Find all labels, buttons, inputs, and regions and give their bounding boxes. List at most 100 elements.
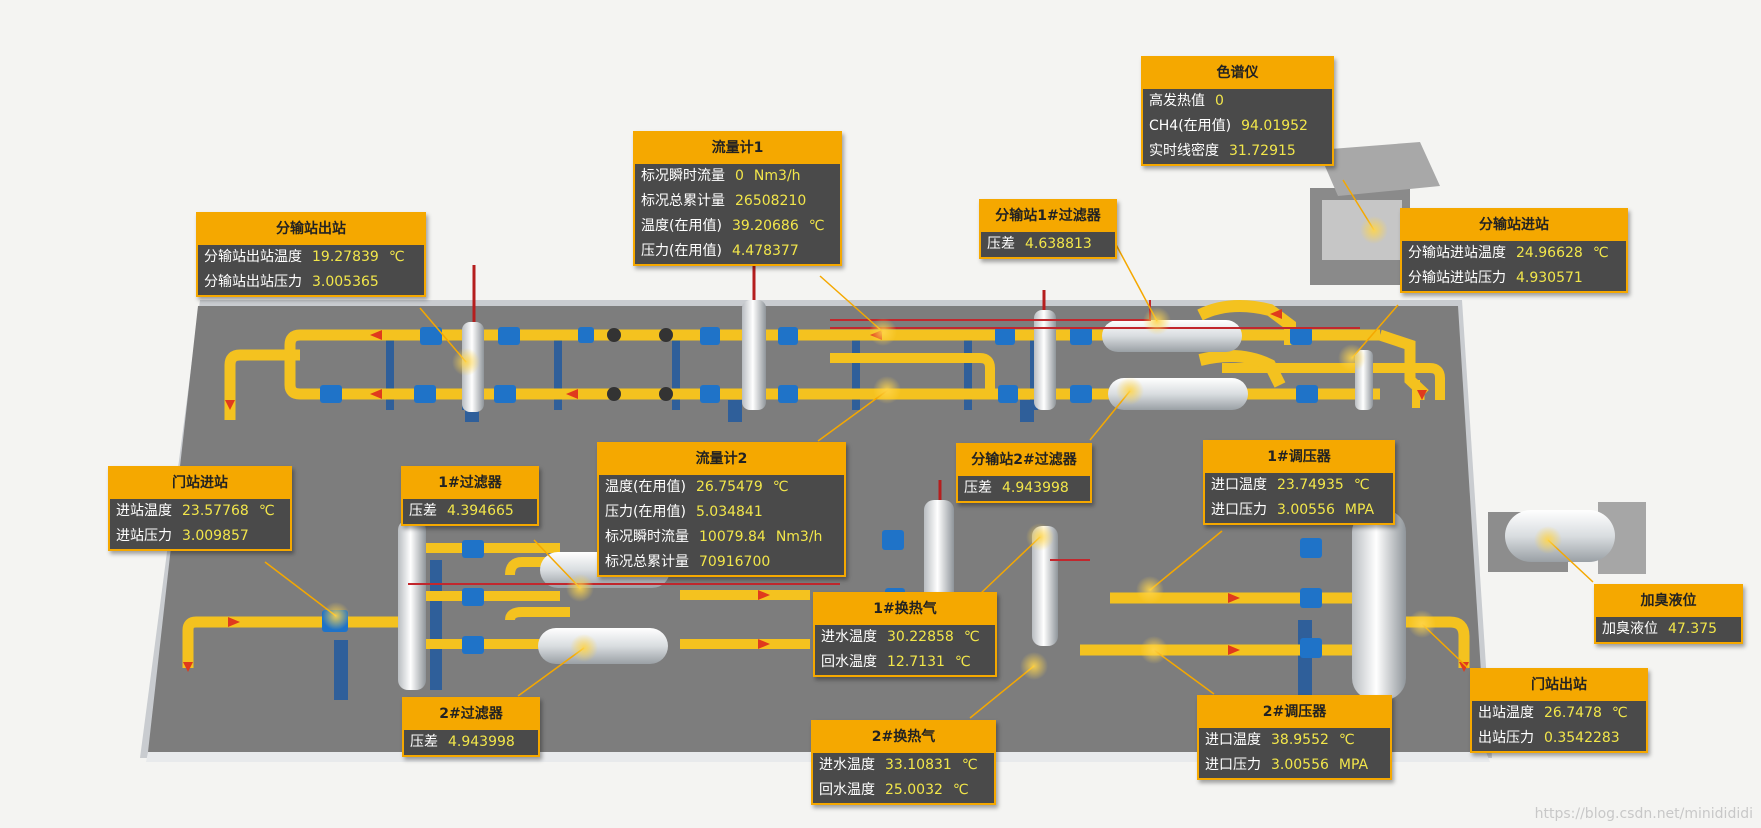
row-label: 实时线密度 <box>1149 143 1219 159</box>
panel-title: 2#调压器 <box>1199 697 1390 728</box>
row-value: 31.72915 <box>1229 143 1296 159</box>
row-value: 24.96628 <box>1516 245 1583 261</box>
row-value: 10079.84 <box>699 529 766 545</box>
row-value: 70916700 <box>699 554 771 570</box>
panel-title: 1#调压器 <box>1205 442 1393 473</box>
panel-title: 1#换热气 <box>815 594 995 625</box>
panel-title: 色谱仪 <box>1143 58 1332 89</box>
row-label: 压差 <box>410 734 438 750</box>
row-value: 3.005365 <box>312 274 379 290</box>
row-label: 出站压力 <box>1478 730 1534 746</box>
row-value: 47.375 <box>1668 621 1717 637</box>
row-value: 12.7131 <box>887 654 945 670</box>
row-value: 0.3542283 <box>1544 730 1620 746</box>
panel-row: 出站压力 0.3542283 <box>1472 726 1646 751</box>
row-value: 33.10831 <box>885 757 952 773</box>
row-value: 25.0032 <box>885 782 943 798</box>
row-label: 分输站出站压力 <box>204 274 302 290</box>
row-unit: ℃ <box>954 654 971 670</box>
panel-row: 温度(在用值)39.20686℃ <box>635 214 840 239</box>
panel-row: CH4(在用值)94.01952 <box>1143 114 1332 139</box>
panel-row: 标况总累计量 70916700 <box>599 550 844 575</box>
row-label: 回水温度 <box>821 654 877 670</box>
panel-title: 分输站进站 <box>1402 210 1626 241</box>
row-value: 19.27839 <box>312 249 379 265</box>
row-label: 分输站进站压力 <box>1408 270 1506 286</box>
row-label: 标况瞬时流量 <box>605 529 689 545</box>
upper-valves <box>320 327 1318 403</box>
row-value: 94.01952 <box>1241 118 1308 134</box>
row-label: 标况总累计量 <box>605 554 689 570</box>
row-label: 温度(在用值) <box>605 479 686 495</box>
row-value: 4.394665 <box>447 503 514 519</box>
row-value: 3.00556 <box>1271 757 1329 773</box>
panel-title: 加臭液位 <box>1596 586 1741 617</box>
row-unit: ℃ <box>388 249 405 265</box>
row-label: 进口压力 <box>1211 502 1267 518</box>
row-unit: ℃ <box>1611 705 1628 721</box>
row-value: 23.57768 <box>182 503 249 519</box>
panel-row: 压力(在用值)4.478377 <box>635 239 840 264</box>
row-value: 23.74935 <box>1277 477 1344 493</box>
row-label: 进站温度 <box>116 503 172 519</box>
row-unit: MPA <box>1344 502 1375 518</box>
row-unit: Nm3/h <box>753 168 801 184</box>
panel-title: 分输站出站 <box>198 214 424 245</box>
row-unit: ℃ <box>1338 732 1355 748</box>
watermark: https://blog.csdn.net/minidididi <box>1534 806 1753 822</box>
panel-title: 1#过滤器 <box>403 468 537 499</box>
row-value: 4.478377 <box>731 243 799 259</box>
row-unit: ℃ <box>258 503 275 519</box>
flow-arrows-lower <box>183 590 1469 672</box>
row-label: 压力(在用值) <box>605 504 686 520</box>
row-unit: ℃ <box>772 479 789 495</box>
row-unit: ℃ <box>963 629 980 645</box>
panel-title: 分输站2#过滤器 <box>958 445 1090 476</box>
row-label: 压差 <box>987 236 1015 252</box>
row-label: 压差 <box>964 480 992 496</box>
row-label: 分输站进站温度 <box>1408 245 1506 261</box>
row-value: 26.75479 <box>695 479 763 495</box>
row-label: 高发热值 <box>1149 93 1205 109</box>
row-value: 4.943998 <box>448 734 515 750</box>
panel-title: 流量计1 <box>635 133 840 164</box>
row-label: 进水温度 <box>821 629 877 645</box>
row-label: 标况总累计量 <box>641 193 725 209</box>
panel-title: 2#换热气 <box>813 722 994 753</box>
panel-row: 分输站出站压力 3.005365 <box>198 270 424 295</box>
panel-row: 压力(在用值) 5.034841 <box>599 500 844 525</box>
row-value: 5.034841 <box>695 504 763 520</box>
